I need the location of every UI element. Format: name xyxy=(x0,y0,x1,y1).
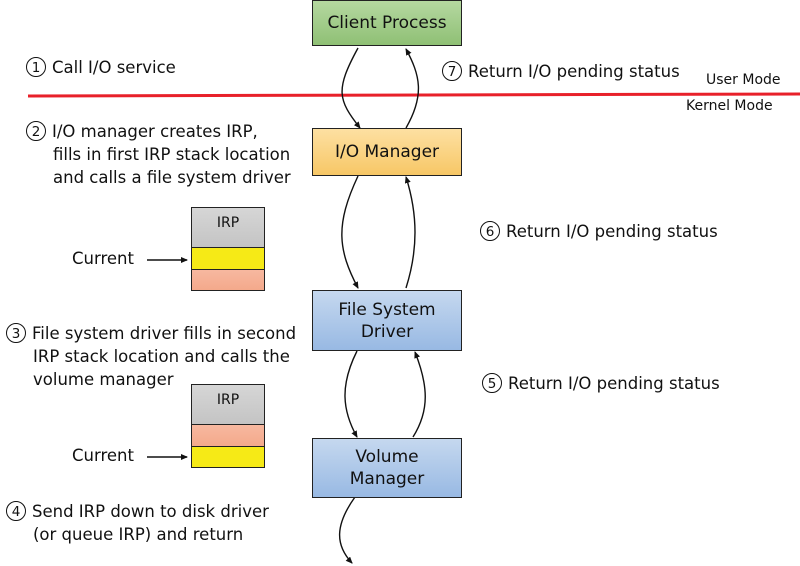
step-text: Send IRP down to disk driver xyxy=(32,502,269,521)
irp-stack-1: IRP xyxy=(191,207,265,291)
volume-manager-box: Volume Manager xyxy=(312,438,462,498)
step-text: IRP stack location and calls the xyxy=(33,347,290,366)
step-text: Return I/O pending status xyxy=(506,222,718,241)
fsd-label-line1: File System xyxy=(338,299,436,320)
arrow-client-to-io-manager xyxy=(341,47,361,129)
vm-label-line2: Manager xyxy=(349,469,425,489)
user-mode-label: User Mode xyxy=(706,72,781,88)
io-manager-label: I/O Manager xyxy=(334,142,440,162)
step-3: 3 File system driver fills in second IRP … xyxy=(6,322,296,391)
arrow-volume-manager-to-disk xyxy=(338,496,356,564)
step-text: Return I/O pending status xyxy=(508,374,720,393)
step-number-badge: 4 xyxy=(6,501,26,521)
step-2: 2 I/O manager creates IRP, fills in first… xyxy=(26,120,291,189)
step-text: Call I/O service xyxy=(52,58,176,77)
step-4: 4 Send IRP down to disk driver (or queue … xyxy=(6,500,269,546)
fsd-label-line2: Driver xyxy=(360,321,414,342)
step-text: File system driver fills in second xyxy=(32,324,297,343)
arrow-io-manager-to-client xyxy=(405,48,420,129)
io-manager-box: I/O Manager xyxy=(312,128,462,176)
step-text: fills in first IRP stack location xyxy=(53,145,291,164)
step-text: volume manager xyxy=(33,370,174,389)
step-5: 5 Return I/O pending status xyxy=(482,372,720,395)
irp-stack-location-current xyxy=(192,446,264,467)
step-number-badge: 2 xyxy=(26,121,46,141)
step-number-badge: 6 xyxy=(480,221,500,241)
irp-stack-location xyxy=(192,269,264,290)
client-process-label: Client Process xyxy=(327,13,447,33)
step-number-badge: 7 xyxy=(442,61,462,81)
arrow-fsd-to-io-manager xyxy=(404,176,416,289)
client-process-box: Client Process xyxy=(312,0,462,46)
irp-stack-2: IRP xyxy=(191,384,265,468)
step-6: 6 Return I/O pending status xyxy=(480,220,718,243)
file-system-driver-box: File System Driver xyxy=(312,290,462,351)
irp-stack-location xyxy=(192,425,264,446)
kernel-mode-label: Kernel Mode xyxy=(686,98,773,114)
step-text: Return I/O pending status xyxy=(468,62,680,81)
irp-header: IRP xyxy=(192,208,264,248)
step-number-badge: 5 xyxy=(482,373,502,393)
step-number-badge: 3 xyxy=(6,323,26,343)
arrow-volume-manager-to-fsd xyxy=(412,351,426,438)
current-label-1: Current xyxy=(72,249,134,268)
irp-stack-location-current xyxy=(192,248,264,269)
step-text: and calls a file system driver xyxy=(53,168,291,187)
step-7: 7 Return I/O pending status xyxy=(442,60,680,83)
arrow-fsd-to-volume-manager xyxy=(344,350,358,438)
irp-header: IRP xyxy=(192,385,264,425)
step-1: 1 Call I/O service xyxy=(26,56,176,79)
step-number-badge: 1 xyxy=(26,57,46,77)
arrow-io-manager-to-fsd xyxy=(341,175,359,289)
user-kernel-divider xyxy=(27,92,800,98)
step-text: (or queue IRP) and return xyxy=(33,525,244,544)
step-text: I/O manager creates IRP, xyxy=(52,122,258,141)
vm-label-line1: Volume xyxy=(355,447,419,467)
current-label-2: Current xyxy=(72,446,134,465)
